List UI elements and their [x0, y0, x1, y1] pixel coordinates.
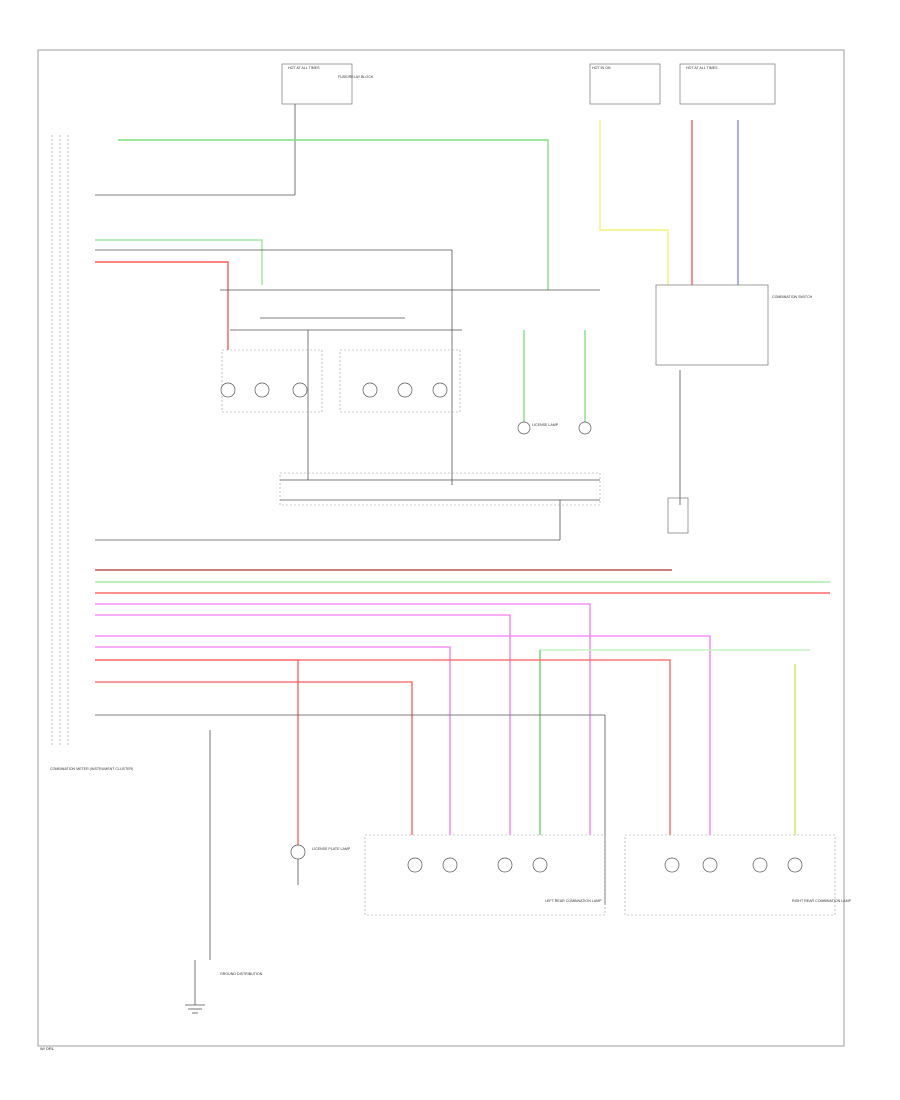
- side-lamps: LICENSE LAMP: [517, 421, 592, 435]
- front-lamps-right: [339, 349, 461, 413]
- footer-label: W/ DRL: [40, 1046, 55, 1051]
- lamp-icon: [442, 857, 458, 873]
- lamp-icon: [254, 382, 270, 398]
- fuse-top-sub-label: FUSE/RELAY BLOCK: [338, 75, 374, 79]
- lamp-icon: [578, 421, 592, 435]
- left-connector: [51, 135, 69, 745]
- fuse-block-right-b: HOT AT ALL TIMES: [679, 63, 776, 105]
- lamp-icon: [702, 857, 718, 873]
- wires-lower: [95, 714, 606, 1005]
- combination-switch-label: COMBINATION SWITCH: [772, 295, 813, 299]
- fuse-mid-b-label: HOT AT ALL TIMES: [686, 66, 718, 70]
- lamp-icon: [532, 857, 548, 873]
- rear-left-label: LEFT REAR COMBINATION LAMP: [545, 899, 602, 903]
- lamp-icon: [787, 857, 803, 873]
- ground-block: GROUND DISTRIBUTION: [185, 972, 263, 1014]
- rear-lamps-right: RIGHT REAR COMBINATION LAMP: [624, 834, 852, 916]
- wires-top: [95, 120, 739, 425]
- fuse-block-top: HOT AT ALL TIMES FUSE/RELAY BLOCK: [281, 63, 374, 195]
- license-plate-lamp: LICENSE PLATE LAMP: [290, 844, 351, 885]
- lamp-icon: [362, 382, 378, 398]
- lamp-icon: [752, 857, 768, 873]
- combination-switch: COMBINATION SWITCH: [655, 284, 813, 366]
- module-label: COMBINATION METER (INSTRUMENT CLUSTER): [50, 767, 133, 771]
- wires-neutral: [95, 194, 681, 541]
- lamp-icon: [220, 382, 236, 398]
- lamp-icon: [397, 382, 413, 398]
- lamp-icon: [407, 857, 423, 873]
- front-lamps-left: [220, 349, 323, 413]
- ground-label: GROUND DISTRIBUTION: [220, 972, 263, 976]
- lamp-icon: [432, 382, 448, 398]
- fuse-mid-a-label: HOT IN ON: [592, 66, 611, 70]
- fuse-block-right-a: HOT IN ON: [589, 63, 661, 105]
- lamp-icon: [290, 844, 306, 860]
- license-plate-label: LICENSE PLATE LAMP: [312, 847, 351, 851]
- lamp-icon: [517, 421, 531, 435]
- lamp-icon: [292, 382, 308, 398]
- lamp-icon: [497, 857, 513, 873]
- rear-right-label: RIGHT REAR COMBINATION LAMP: [792, 899, 852, 903]
- diagram-border: [37, 49, 845, 1047]
- license-lamp-label: LICENSE LAMP: [532, 423, 559, 427]
- fuse-top-label: HOT AT ALL TIMES: [288, 66, 320, 70]
- relay-box: [279, 472, 689, 534]
- lamp-icon: [664, 857, 680, 873]
- wires-bus: [95, 569, 830, 845]
- rear-lamps-left: LEFT REAR COMBINATION LAMP: [364, 834, 606, 916]
